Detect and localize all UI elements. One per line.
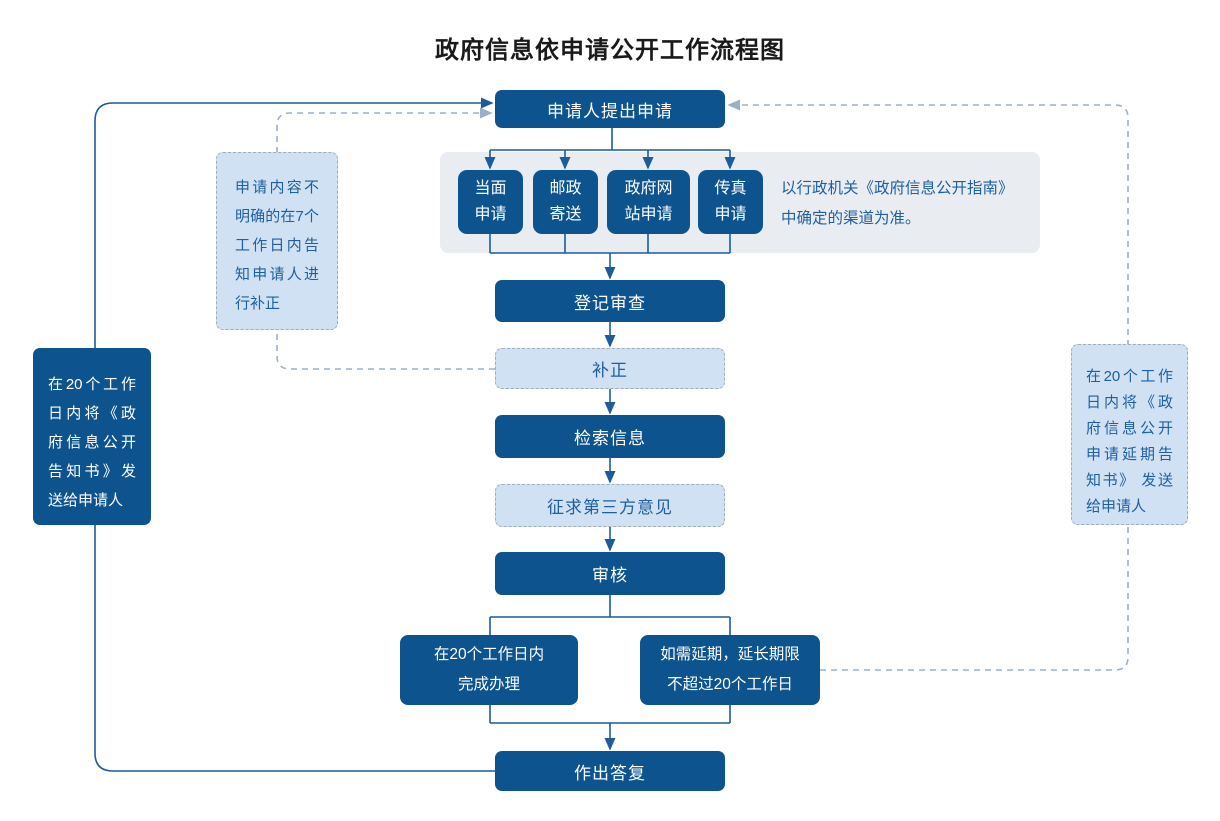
note-send-disclosure-notice: 在20个工作 日内将《政 府信息公开 告知书》发 送给申请人	[33, 348, 151, 525]
node-label-line: 传真	[714, 180, 747, 197]
node-channel-in-person: 当面 申请	[458, 170, 523, 234]
node-register-review: 登记审查	[495, 280, 725, 322]
note-line: 日内将《政	[48, 405, 136, 422]
node-channel-website: 政府网 站申请	[607, 170, 690, 234]
note-send-extension-notice: 在20个工作 日内将《政 府信息公开 申请延期告 知书》 发送 给申请人	[1071, 344, 1188, 525]
node-label-line: 寄送	[549, 206, 582, 223]
node-channel-postal: 邮政 寄送	[533, 170, 598, 234]
node-apply: 申请人提出申请	[495, 90, 725, 128]
note-line: 在20个工作	[48, 376, 136, 393]
note-line: 在20个工作	[1086, 368, 1173, 385]
note-line: 行补正	[235, 295, 281, 312]
note-line: 申请内容不	[235, 179, 319, 196]
note-line: 送给申请人	[48, 492, 124, 509]
page-title: 政府信息依申请公开工作流程图	[435, 37, 785, 64]
note-line: 告知书》发	[48, 463, 136, 480]
note-line: 知申请人进	[235, 266, 319, 283]
node-label-line: 申请	[474, 206, 507, 223]
node-label-line: 政府网	[624, 180, 673, 197]
node-retrieve-info: 检索信息	[495, 415, 725, 458]
node-label-line: 在20个工作日内	[433, 646, 545, 663]
node-label-line: 当面	[474, 180, 507, 197]
node-label-line: 申请	[714, 206, 747, 223]
node-review: 审核	[495, 552, 725, 595]
note-line: 工作日内告	[235, 237, 319, 254]
note-line: 日内将《政	[1086, 394, 1173, 411]
node-label-line: 不超过20个工作日	[667, 676, 793, 693]
node-third-party-opinion: 征求第三方意见	[495, 484, 725, 527]
note-line: 给申请人	[1086, 498, 1147, 515]
note-line: 明确的在7个	[235, 208, 319, 225]
note-line: 知书》 发送	[1086, 472, 1173, 489]
node-extension-20days: 如需延期，延长期限 不超过20个工作日	[640, 635, 820, 705]
channels-note-line: 中确定的渠道为准。	[781, 210, 921, 227]
node-label-line: 站申请	[624, 206, 673, 223]
node-label-line: 邮政	[549, 180, 582, 197]
note-line: 府信息公开	[1086, 420, 1173, 437]
note-line: 府信息公开	[48, 434, 136, 451]
node-label-line: 如需延期，延长期限	[660, 646, 800, 663]
node-reply: 作出答复	[495, 751, 725, 791]
node-complete-20days: 在20个工作日内 完成办理	[400, 635, 578, 705]
node-channel-fax: 传真 申请	[698, 170, 763, 234]
channels-note: 以行政机关《政府信息公开指南》 中确定的渠道为准。	[781, 174, 1031, 234]
node-correction: 补正	[495, 348, 725, 389]
note-line: 申请延期告	[1086, 446, 1173, 463]
note-clarify-within-7days: 申请内容不 明确的在7个 工作日内告 知申请人进 行补正	[216, 152, 338, 330]
node-label-line: 完成办理	[457, 676, 520, 693]
channels-note-line: 以行政机关《政府信息公开指南》	[781, 180, 1014, 197]
